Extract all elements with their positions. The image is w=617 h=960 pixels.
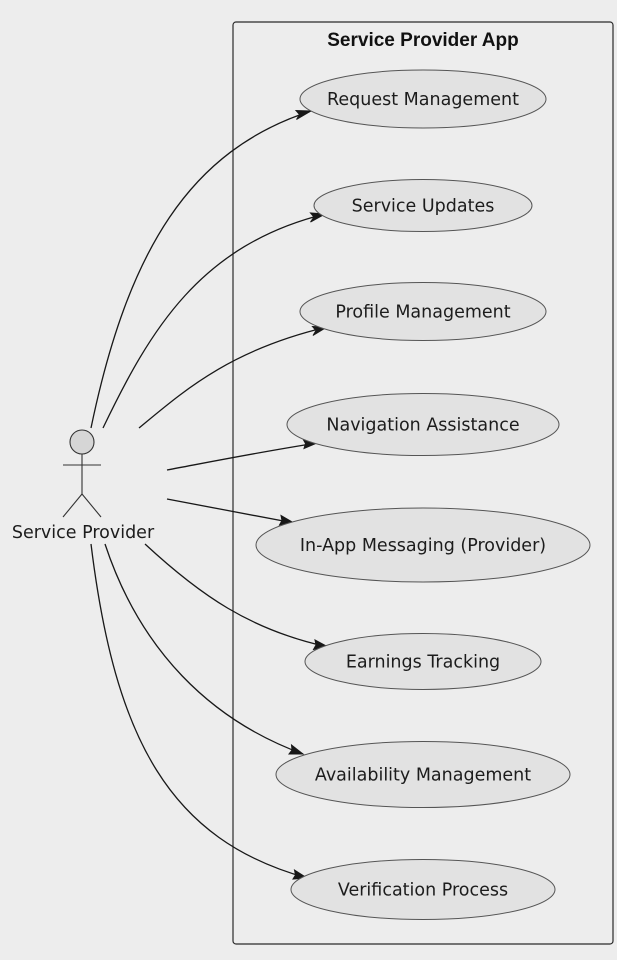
use-case-label: Earnings Tracking (346, 653, 500, 673)
use-case-service-updates: Service Updates (313, 179, 533, 232)
use-case-navigation-assistance: Navigation Assistance (286, 393, 560, 456)
use-case-ellipse (313, 179, 533, 232)
use-case-earnings-tracking: Earnings Tracking (304, 633, 542, 690)
actor-head (69, 429, 95, 455)
arrowhead-availability-management (288, 743, 305, 755)
association-in-app-messaging (166, 498, 295, 524)
use-case-profile-management: Profile Management (299, 282, 547, 341)
system-title: Service Provider App (327, 30, 518, 51)
use-case-ellipse (299, 69, 547, 129)
use-case-availability-management: Availability Management (275, 741, 571, 808)
association-profile-management (138, 326, 328, 429)
use-case-ellipse (304, 633, 542, 690)
use-case-request-management: Request Management (299, 69, 547, 129)
use-case-label: In-App Messaging (Provider) (300, 536, 546, 556)
actor-label: Service Provider (12, 523, 155, 543)
use-case-ellipse (255, 507, 591, 583)
actor-service-provider: Service Provider (12, 429, 155, 543)
association-request-management (90, 110, 312, 429)
association-navigation-assistance (166, 442, 318, 471)
actor-left-leg (62, 493, 83, 518)
use-case-label: Availability Management (315, 766, 531, 786)
association-availability-management (104, 543, 304, 755)
association-earnings-tracking (144, 543, 329, 648)
use-case-ellipse (286, 393, 560, 456)
arrowhead-request-management (294, 109, 313, 120)
use-case-ellipse (275, 741, 571, 808)
use-case-ellipse (299, 282, 547, 341)
association-verification-process (90, 543, 308, 879)
use-case-label: Verification Process (338, 881, 508, 901)
use-case-label: Service Updates (352, 197, 495, 217)
use-cases: Request Management Service Updates Profi… (255, 69, 591, 920)
association-service-updates (102, 213, 326, 429)
use-case-verification-process: Verification Process (290, 859, 556, 920)
use-case-label: Request Management (327, 90, 519, 110)
actor-right-leg (81, 493, 102, 518)
use-case-label: Profile Management (335, 303, 510, 323)
use-case-label: Navigation Assistance (326, 416, 519, 436)
use-case-ellipse (290, 859, 556, 920)
system-boundary: Service Provider App (232, 21, 614, 945)
system-boundary-frame (232, 21, 614, 945)
use-case-in-app-messaging: In-App Messaging (Provider) (255, 507, 591, 583)
